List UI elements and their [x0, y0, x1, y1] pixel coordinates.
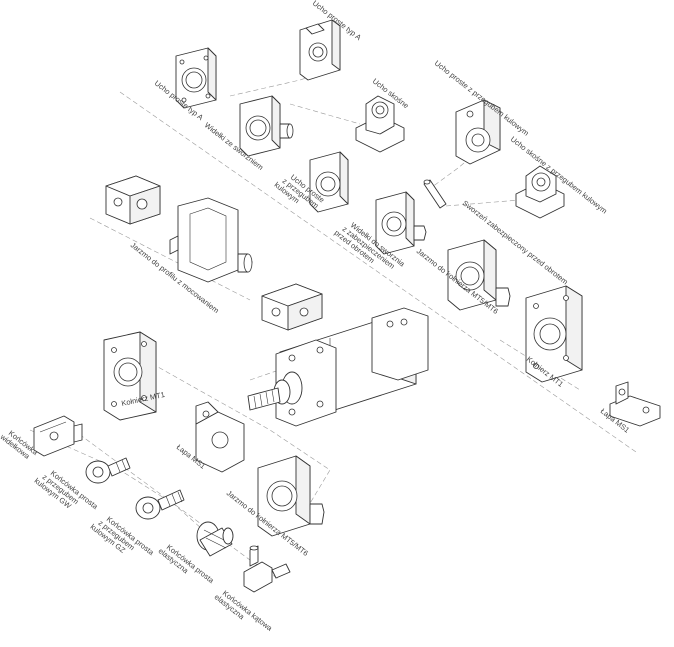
- jarzmo-profil-frame: [169, 197, 253, 283]
- ucho-proste-middle: [309, 151, 349, 213]
- widelki-ze-sworzniem: [239, 95, 294, 157]
- jarzmo-profil-block: [105, 175, 161, 225]
- ucho-proste-typ-a-left: [175, 47, 217, 109]
- pneumatic-cylinder: [247, 307, 429, 427]
- label-koncowka-katowa: Końcówka kątowa elastyczna: [213, 588, 275, 633]
- jarzmo-kolnierz-top: [447, 239, 511, 311]
- ucho-skosne: [355, 95, 405, 153]
- ucho-skosne-przegub: [515, 165, 565, 219]
- koncowka-prosta-gz: [135, 489, 185, 520]
- koncowka-katowa: [243, 545, 291, 593]
- kolnierz-mt1-left: [103, 331, 157, 421]
- koncowka-widelkowa: [33, 415, 83, 457]
- jarzmo-kolnierz-bottom: [257, 455, 325, 537]
- ucho-proste-typ-a-top: [299, 19, 341, 81]
- lapa-ms1-right: [609, 381, 661, 427]
- widelki-do-sworznia: [375, 191, 427, 255]
- ucho-proste-przegub: [455, 99, 501, 165]
- kolnierz-mt1-right: [525, 285, 583, 383]
- koncowka-prosta-gw: [85, 457, 131, 484]
- lapa-ms1-left: [195, 401, 245, 473]
- jarzmo-block-central: [261, 283, 323, 331]
- sworzen: [423, 179, 447, 209]
- koncowka-prosta-elastyczna: [196, 521, 234, 557]
